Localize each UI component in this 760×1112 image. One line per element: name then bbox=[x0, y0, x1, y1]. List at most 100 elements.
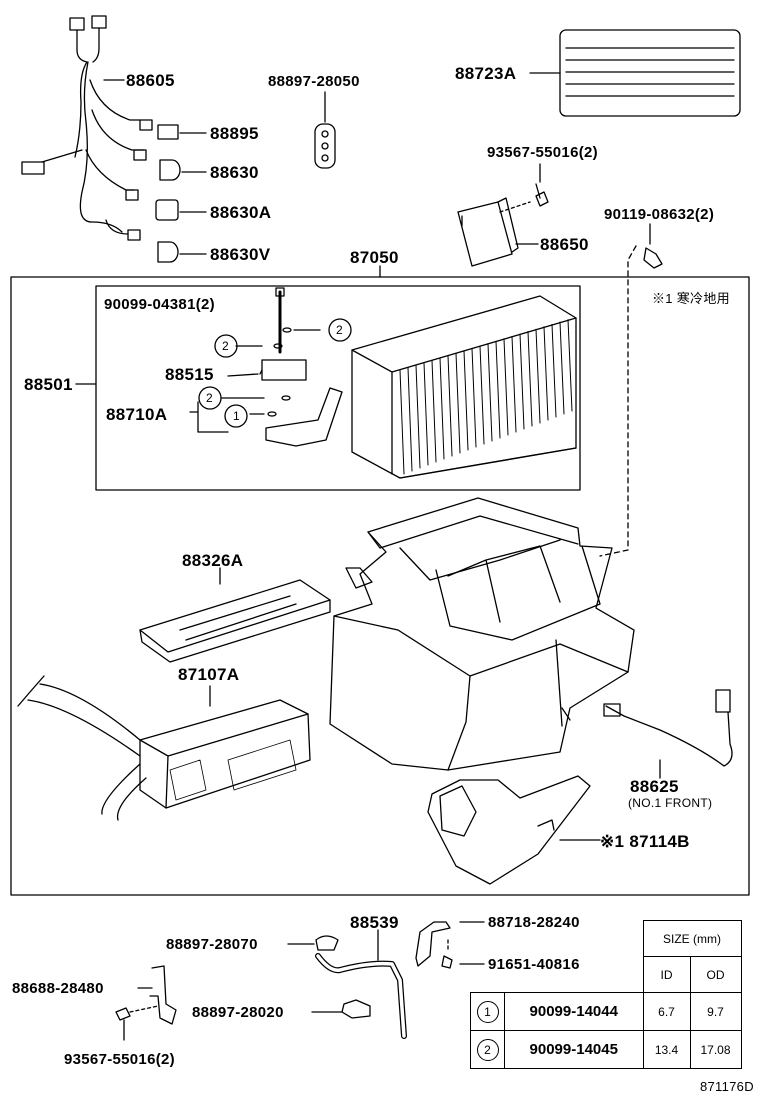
label-88688-28480: 88688-28480 bbox=[12, 980, 104, 997]
wire-harness-88605 bbox=[21, 15, 153, 241]
table-row: 1 90099-14044 6.7 9.7 bbox=[470, 992, 742, 1031]
drain-hose-88539-inner bbox=[316, 954, 406, 1038]
row-id: 6.7 bbox=[642, 992, 691, 1031]
bolt-93567-55016-top bbox=[535, 183, 549, 207]
label-88630A: 88630A bbox=[210, 203, 272, 222]
row-od: 17.08 bbox=[689, 1030, 742, 1069]
fin-line bbox=[471, 347, 477, 448]
label-88326A: 88326A bbox=[182, 551, 244, 570]
pipe-88718-28240 bbox=[415, 921, 451, 967]
fin-line bbox=[551, 323, 557, 418]
size-table: SIZE (mm) ID OD 1 90099-14044 6.7 9.7 2 … bbox=[470, 920, 742, 1069]
heater-unit-case bbox=[329, 497, 635, 771]
row-ref: 2 bbox=[476, 1038, 499, 1061]
cover-87114B bbox=[427, 775, 591, 885]
fin-line bbox=[431, 359, 437, 463]
fin-line bbox=[447, 355, 453, 457]
fin-line bbox=[479, 345, 485, 445]
label-91651-40816: 91651-40816 bbox=[488, 956, 580, 973]
label-88630V: 88630V bbox=[210, 245, 271, 264]
bracket-88688-28480 bbox=[149, 965, 177, 1025]
row-part: 90099-14045 bbox=[504, 1030, 644, 1069]
screw-90119-08632 bbox=[643, 247, 663, 269]
fin-line bbox=[527, 331, 533, 427]
fin-line bbox=[423, 362, 429, 466]
label-88710A: 88710A bbox=[106, 405, 168, 424]
label-88895: 88895 bbox=[210, 124, 259, 143]
fin-line bbox=[559, 321, 565, 415]
plate-88326A bbox=[139, 579, 331, 663]
callout-2a: 2 bbox=[336, 323, 343, 337]
fin-line bbox=[415, 364, 421, 469]
callout-1: 1 bbox=[233, 409, 240, 423]
evaporator-fins bbox=[399, 319, 573, 475]
fin-line bbox=[439, 357, 445, 460]
evaporator-core bbox=[351, 295, 577, 479]
connector-88630 bbox=[159, 159, 181, 181]
fin-line bbox=[535, 328, 541, 424]
label-88630: 88630 bbox=[210, 163, 259, 182]
callout-circle-b bbox=[214, 334, 238, 358]
fin-line bbox=[511, 335, 517, 433]
callout-circle-d bbox=[224, 404, 248, 428]
table-row: 2 90099-14045 13.4 17.08 bbox=[470, 1030, 742, 1069]
label-93567-55016-bottom: 93567-55016(2) bbox=[64, 1051, 175, 1068]
label-90099-04381: 90099-04381(2) bbox=[104, 296, 215, 313]
evaporator-subframe bbox=[95, 285, 581, 491]
label-88539: 88539 bbox=[350, 913, 399, 932]
heater-core-87107A bbox=[17, 675, 311, 821]
callout-2b: 2 bbox=[222, 339, 229, 353]
label-88897-28020: 88897-28020 bbox=[192, 1004, 284, 1021]
fin-line bbox=[487, 343, 493, 442]
control-unit-88650 bbox=[457, 201, 513, 267]
label-88515: 88515 bbox=[165, 365, 214, 384]
callout-2c: 2 bbox=[206, 391, 213, 405]
bolt-93567-55016-bottom bbox=[115, 1007, 131, 1021]
fin-line bbox=[503, 338, 509, 436]
label-87114B: ※1 87114B bbox=[600, 832, 690, 851]
sensor-88625 bbox=[605, 705, 733, 767]
fin-line bbox=[455, 352, 461, 454]
connector-88630V bbox=[157, 241, 179, 263]
label-88625-note: (NO.1 FRONT) bbox=[628, 796, 713, 810]
label-90119-08632: 90119-08632(2) bbox=[604, 206, 715, 223]
size-col-od: OD bbox=[689, 956, 742, 993]
label-87050: 87050 bbox=[350, 248, 399, 267]
connector-88895 bbox=[157, 124, 179, 140]
label-88625: 88625 bbox=[630, 777, 679, 796]
row-od: 9.7 bbox=[689, 992, 742, 1031]
label-87107A: 87107A bbox=[178, 665, 240, 684]
bolt-91651-40816 bbox=[441, 955, 453, 969]
row-ref: 1 bbox=[476, 1000, 499, 1023]
fin-line bbox=[567, 319, 573, 412]
label-88650: 88650 bbox=[540, 235, 589, 254]
caution-label-88723A bbox=[559, 29, 741, 117]
label-93567-55016-top: 93567-55016(2) bbox=[487, 144, 598, 161]
cold-region-note: ※1 寒冷地用 bbox=[652, 291, 730, 306]
label-88501: 88501 bbox=[24, 375, 73, 394]
callout-circle-c bbox=[198, 386, 222, 410]
label-88897-28050: 88897-28050 bbox=[268, 73, 360, 90]
fin-line bbox=[399, 369, 405, 475]
connector-88630A bbox=[155, 199, 179, 221]
fin-line bbox=[543, 326, 549, 421]
row-part: 90099-14044 bbox=[504, 992, 644, 1031]
fin-line bbox=[407, 367, 413, 472]
grommet-88897-28070 bbox=[315, 935, 339, 951]
row-id: 13.4 bbox=[642, 1030, 691, 1069]
fin-line bbox=[495, 340, 501, 439]
expansion-valve-88515 bbox=[261, 359, 307, 381]
callout-circle-a bbox=[328, 318, 352, 342]
label-88718-28240: 88718-28240 bbox=[488, 914, 580, 931]
size-table-header: SIZE (mm) bbox=[642, 920, 742, 957]
label-88897-28070: 88897-28070 bbox=[166, 936, 258, 953]
fin-line bbox=[519, 333, 525, 430]
label-88605: 88605 bbox=[126, 71, 175, 90]
fin-line bbox=[463, 350, 469, 451]
grommet-88897-28050 bbox=[314, 123, 336, 169]
clip-88897-28020 bbox=[341, 999, 371, 1019]
label-88723A: 88723A bbox=[455, 64, 517, 83]
pipe-88710A bbox=[265, 387, 343, 447]
